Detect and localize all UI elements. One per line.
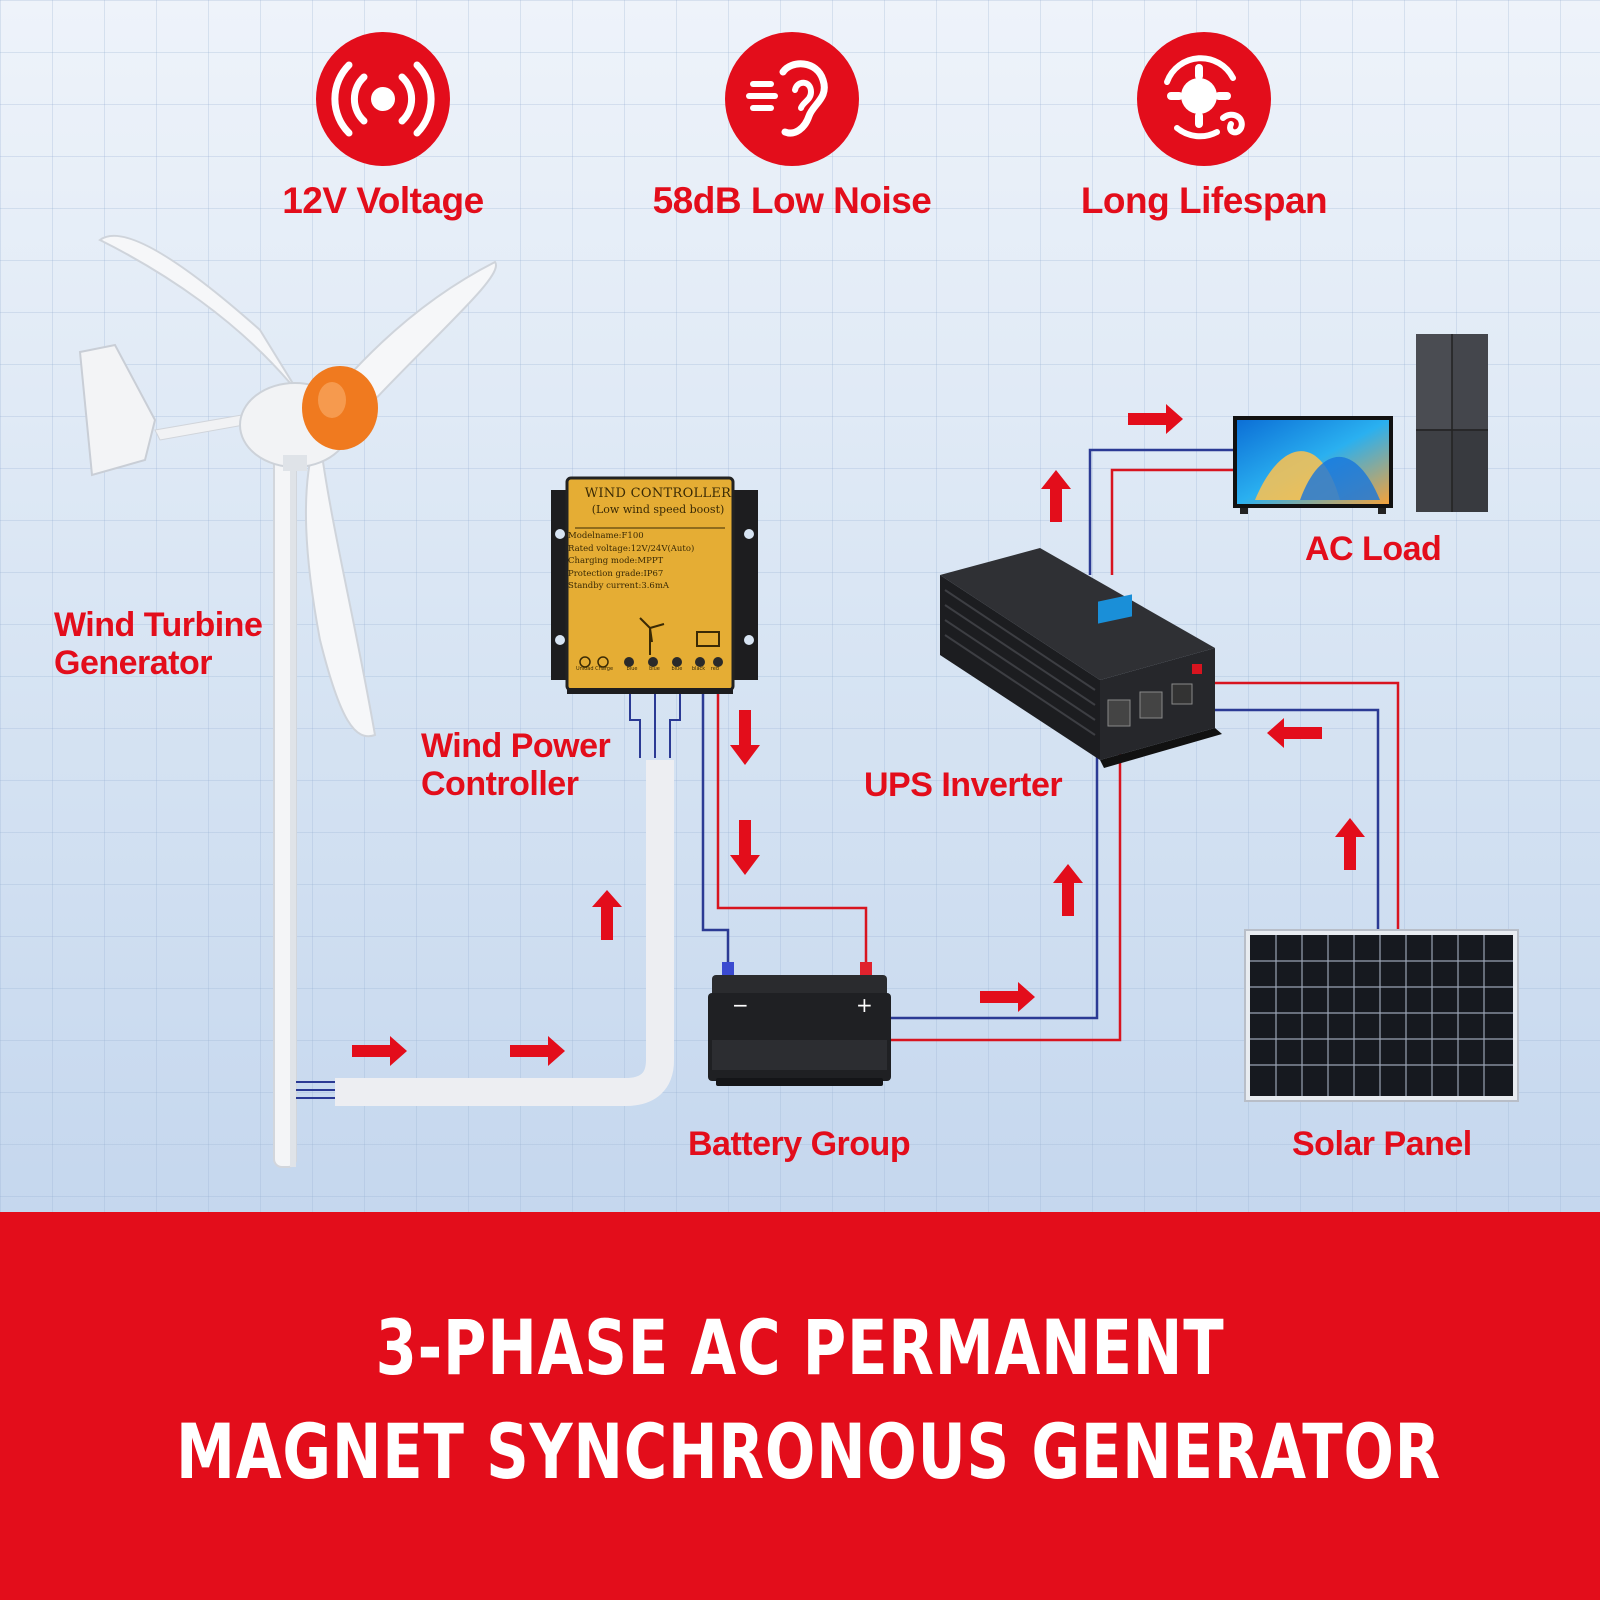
- wires: [701, 448, 1400, 1042]
- spec-line: Charging mode:MPPT: [568, 556, 664, 566]
- label-ac-load: AC Load: [1305, 530, 1442, 568]
- tv-device: [1233, 416, 1393, 514]
- spec-line: Protection grade:IP67: [568, 568, 664, 579]
- terminal-label: blue: [649, 666, 660, 672]
- label-battery-group: Battery Group: [688, 1125, 911, 1163]
- label-wind-power-controller: Wind Power Controller: [421, 727, 611, 803]
- label-wind-turbine: Wind Turbine Generator: [54, 606, 263, 682]
- system-diagram: − +: [78, 234, 1519, 1168]
- terminal-label: red: [710, 666, 719, 672]
- arrow-up: [1335, 818, 1365, 870]
- vibration-signal-icon: [331, 61, 435, 137]
- terminal-label: black: [691, 666, 706, 672]
- label-line: Wind Turbine: [54, 606, 263, 644]
- diagram-background: − +: [0, 0, 1600, 1212]
- terminal-label: Charge: [595, 666, 614, 672]
- feature-icon-badge: [1137, 32, 1271, 166]
- banner-line-2: MAGNET SYNCHRONOUS GENERATOR: [176, 1407, 1442, 1496]
- battery-minus: −: [732, 993, 749, 1017]
- gear-cycle-icon: [1164, 55, 1245, 140]
- banner-line-1: 3-PHASE AC PERMANENT: [375, 1303, 1225, 1392]
- controller-specs: Modelname:F100 Rated voltage:12V/24V(Aut…: [568, 530, 748, 593]
- controller-label: WIND CONTROLLER (Low wind speed boost) M…: [568, 486, 748, 672]
- feature-label: 58dB Low Noise: [652, 180, 932, 221]
- arrow-right: [980, 982, 1035, 1012]
- turbine-cable: [296, 690, 681, 1106]
- terminal-label: blue: [626, 666, 638, 672]
- label-solar-panel: Solar Panel: [1292, 1125, 1472, 1163]
- feature-lifespan: Long Lifespan: [1024, 32, 1384, 222]
- arrow-up: [1041, 470, 1071, 522]
- arrow-down: [730, 710, 760, 765]
- arrow-up: [1053, 864, 1083, 916]
- solar-panel-cells: [1250, 935, 1513, 1096]
- ups-inverter-device: [940, 548, 1222, 768]
- controller-terminal-labels: Unload Charge blue blue blue black red: [576, 666, 719, 672]
- spec-line: Rated voltage:12V/24V(Auto): [568, 543, 695, 554]
- terminal-label: blue: [671, 666, 683, 672]
- label-line: Generator: [54, 644, 213, 682]
- ear-sound-icon: [746, 60, 828, 137]
- label-line: Wind Power: [421, 727, 611, 765]
- feature-voltage: 12V Voltage: [203, 32, 563, 222]
- controller-subtitle: (Low wind speed boost): [591, 503, 725, 516]
- feature-icon-badge: [316, 32, 450, 166]
- label-line: Controller: [421, 765, 579, 803]
- spec-line: Modelname:F100: [568, 531, 644, 541]
- spec-line: Standby current:3.6mA: [568, 581, 670, 591]
- controller-title: WIND CONTROLLER: [584, 486, 732, 501]
- label-ups-inverter: UPS Inverter: [864, 766, 1063, 804]
- feature-label: Long Lifespan: [1080, 180, 1328, 221]
- arrow-right: [352, 1036, 407, 1066]
- terminal-label: Unload: [576, 666, 594, 672]
- arrow-left: [1267, 718, 1322, 748]
- arrow-up: [592, 890, 622, 940]
- feature-label: 12V Voltage: [282, 180, 484, 221]
- arrow-down: [730, 820, 760, 875]
- arrow-right: [510, 1036, 565, 1066]
- feature-noise: 58dB Low Noise: [612, 32, 972, 222]
- arrow-right: [1128, 404, 1183, 434]
- flow-arrows: [352, 404, 1365, 1066]
- feature-icon-badge: [725, 32, 859, 166]
- battery-device: − +: [708, 962, 891, 1086]
- bottom-banner: 3-PHASE AC PERMANENT MAGNET SYNCHRONOUS …: [0, 1212, 1600, 1600]
- solar-panel-device: [1244, 929, 1519, 1102]
- wind-controller-device: [551, 476, 758, 694]
- battery-plus: +: [856, 993, 873, 1017]
- fridge-device: [1416, 334, 1488, 512]
- wind-turbine: [78, 234, 497, 1168]
